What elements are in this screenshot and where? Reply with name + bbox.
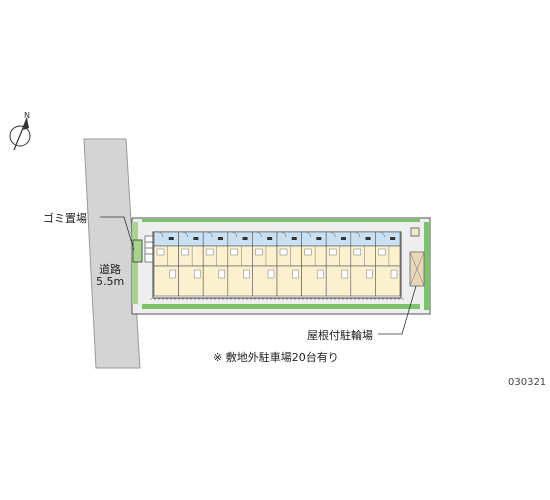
apartment-unit <box>325 231 352 297</box>
apartment-unit <box>153 231 179 297</box>
property-code: 030321 <box>508 377 547 388</box>
green-strip-bottom <box>142 304 420 309</box>
green-strip-right <box>424 222 429 310</box>
apartment-unit <box>252 231 278 297</box>
apartment-unit <box>375 231 401 297</box>
garbage-area <box>132 239 143 263</box>
bike-parking-label: 屋根付駐輪場 <box>307 329 373 342</box>
green-strip-left <box>132 222 138 304</box>
compass-icon: N <box>9 111 31 151</box>
svg-text:N: N <box>24 111 30 120</box>
apartment-unit <box>202 231 229 297</box>
apartment-unit <box>227 231 253 297</box>
green-strip-top <box>142 219 420 222</box>
apartment-unit <box>350 231 376 297</box>
garbage-leader <box>100 216 135 251</box>
road <box>83 138 141 369</box>
stairs <box>144 235 154 263</box>
apartment-unit <box>276 231 302 297</box>
apartment-unit <box>178 231 204 297</box>
bike-leader <box>378 285 417 335</box>
road-width-label: 5.5m <box>96 275 125 288</box>
apartment-unit <box>301 231 327 297</box>
utility-box <box>410 227 420 237</box>
road-name-label: 道路 <box>99 263 121 276</box>
parking-note: ※ 敷地外駐車場20台有り <box>213 351 339 364</box>
garbage-label: ゴミ置場 <box>43 212 87 225</box>
